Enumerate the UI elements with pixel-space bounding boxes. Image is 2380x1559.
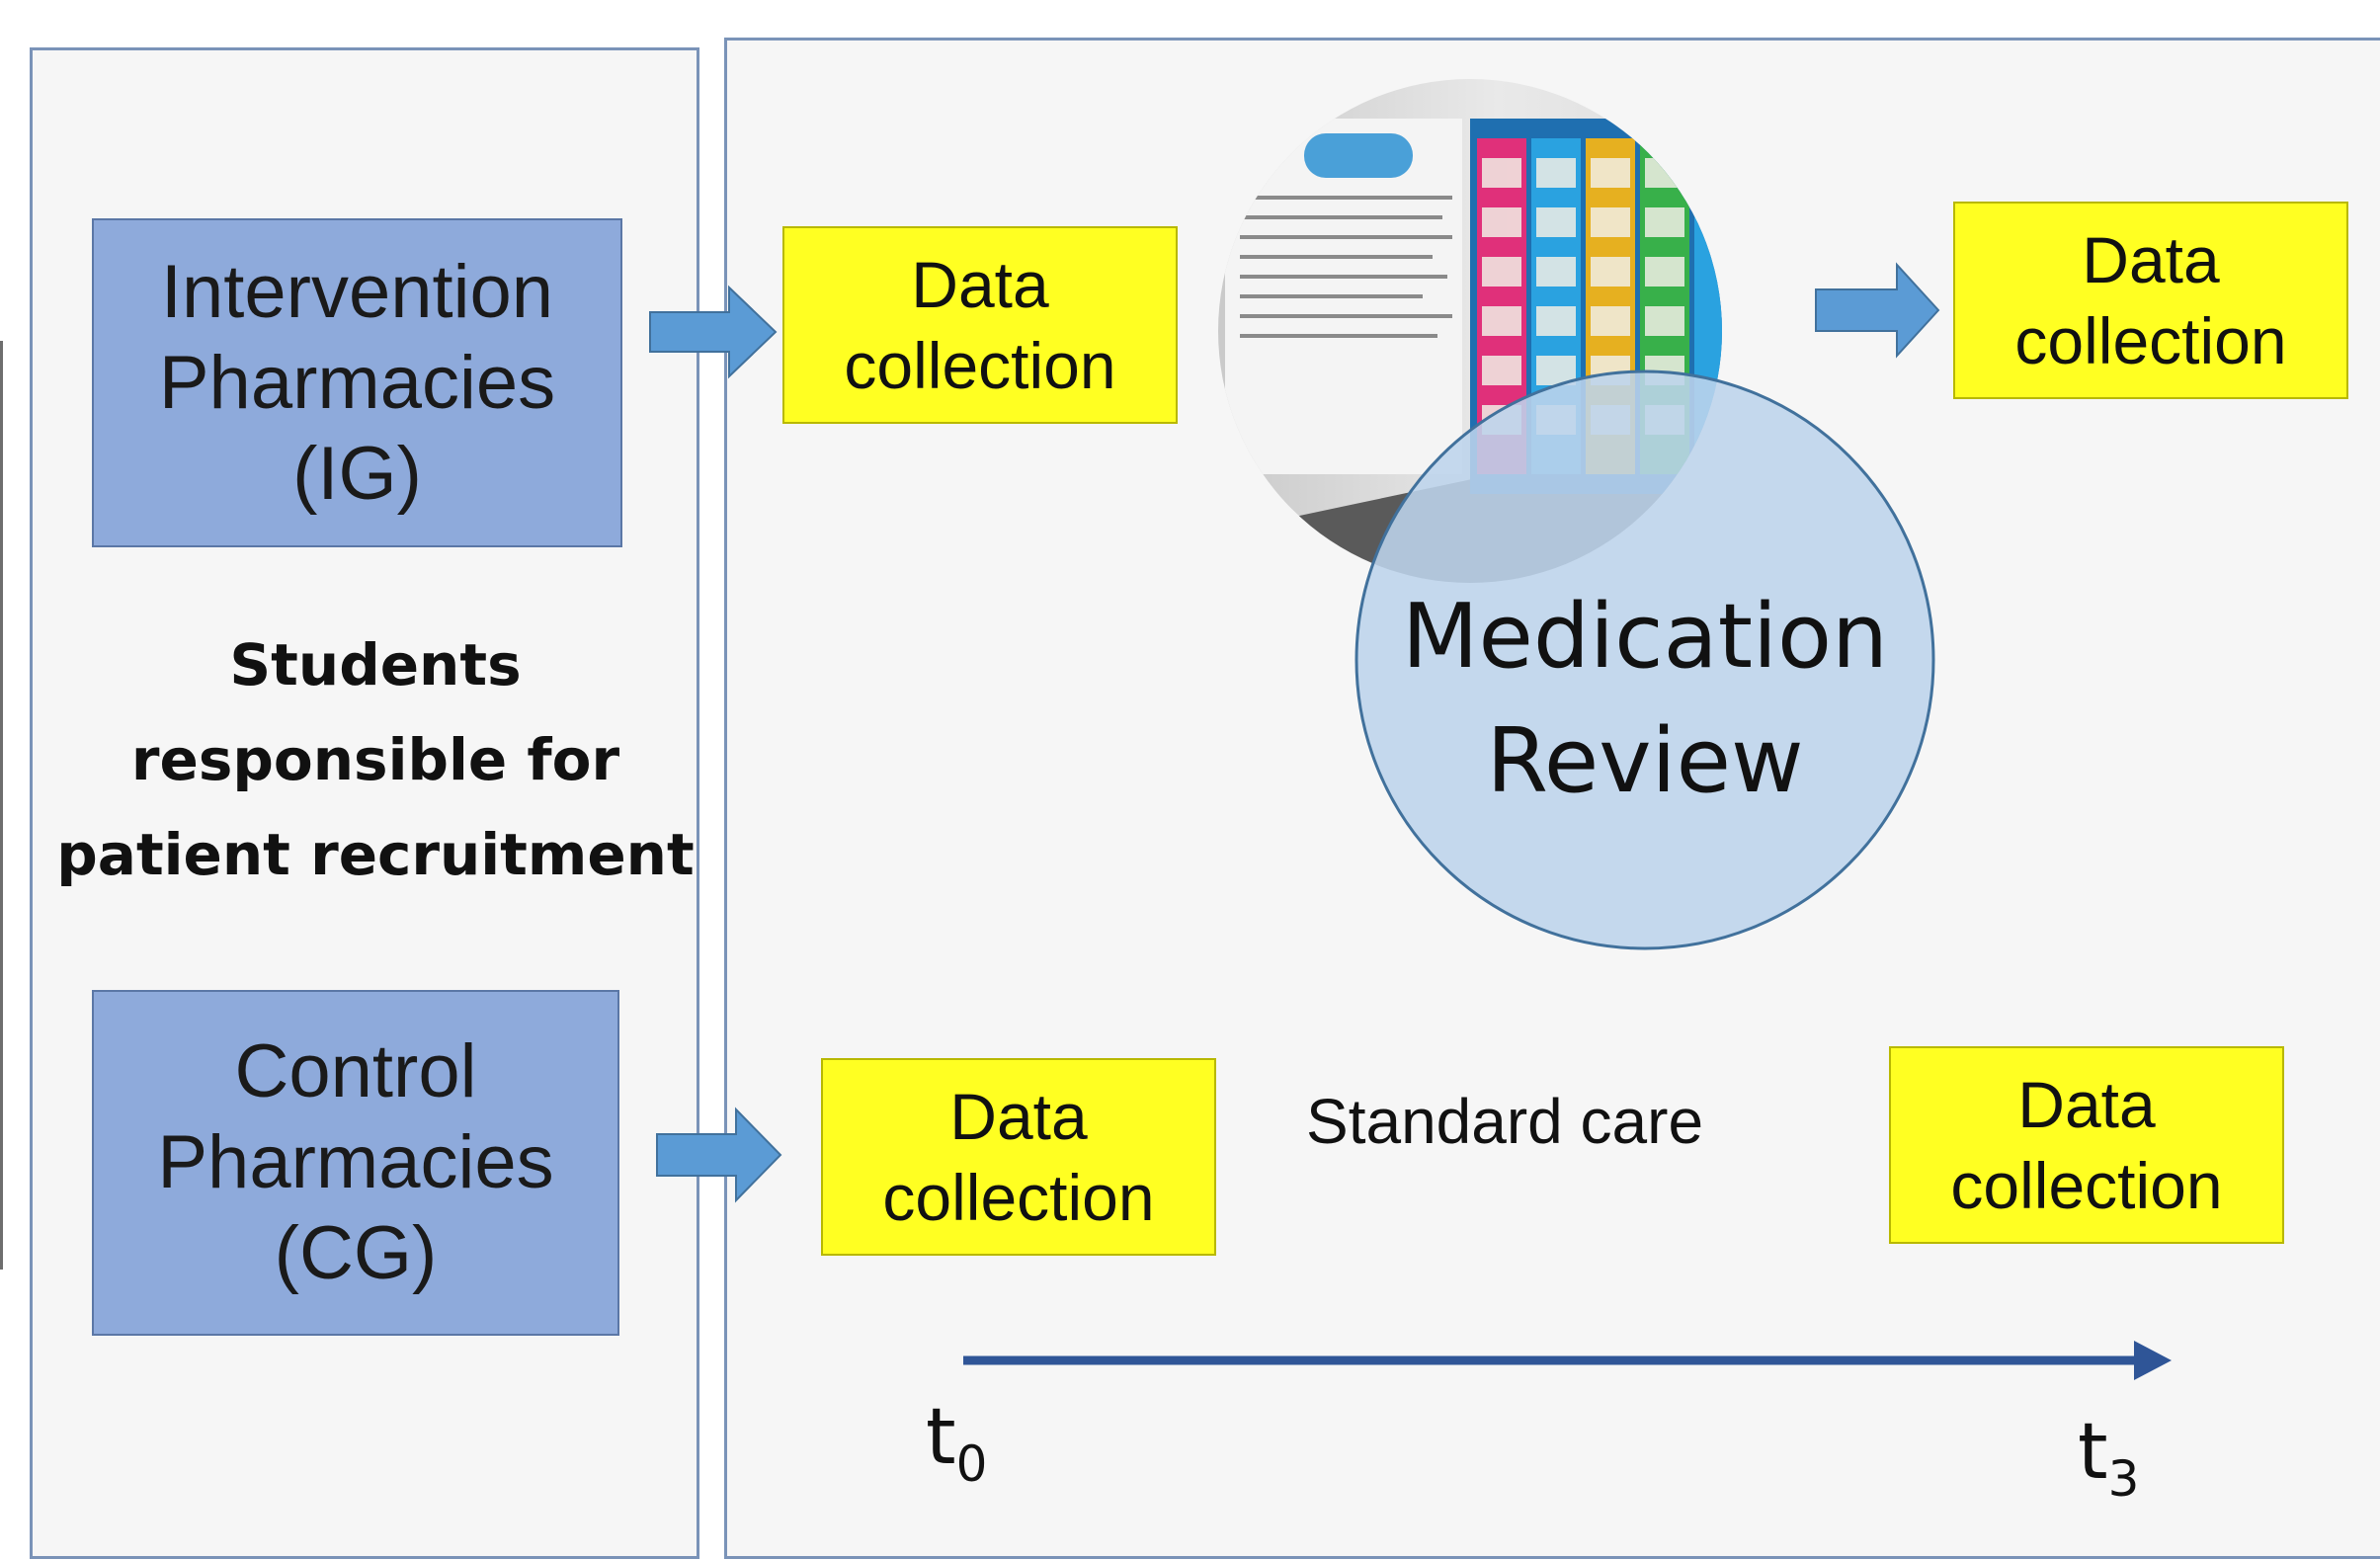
arrow-cg-to-data xyxy=(656,1107,782,1203)
arrow-ig-to-data xyxy=(649,285,778,379)
timeline-end-subscript: 3 xyxy=(2107,1450,2140,1508)
ig-data-collection-start: Data collection xyxy=(782,226,1178,424)
ig-data-collection-end: Data collection xyxy=(1953,202,2348,399)
students-recruitment-text: Students responsible for patient recruit… xyxy=(56,631,695,888)
arrow-review-to-data xyxy=(1815,262,1940,359)
medication-review-label: Medication Review xyxy=(1401,585,1889,813)
timeline-arrowhead xyxy=(2134,1341,2172,1380)
cg-data-collection-start: Data collection xyxy=(821,1058,1216,1256)
medication-review-circle xyxy=(1354,369,1935,950)
intervention-pharmacies-box: Intervention Pharmacies (IG) xyxy=(92,218,622,547)
timeline-end-label: t3 xyxy=(2078,1408,2140,1508)
timeline-start-subscript: 0 xyxy=(955,1436,988,1493)
cg-data-collection-end: Data collection xyxy=(1889,1046,2284,1244)
control-pharmacies-box: Control Pharmacies (CG) xyxy=(92,990,619,1336)
timeline-start-label: t0 xyxy=(926,1393,988,1493)
standard-care-label: Standard care xyxy=(1306,1086,1704,1157)
poster xyxy=(1225,119,1462,474)
left-edge-line xyxy=(0,341,3,1270)
